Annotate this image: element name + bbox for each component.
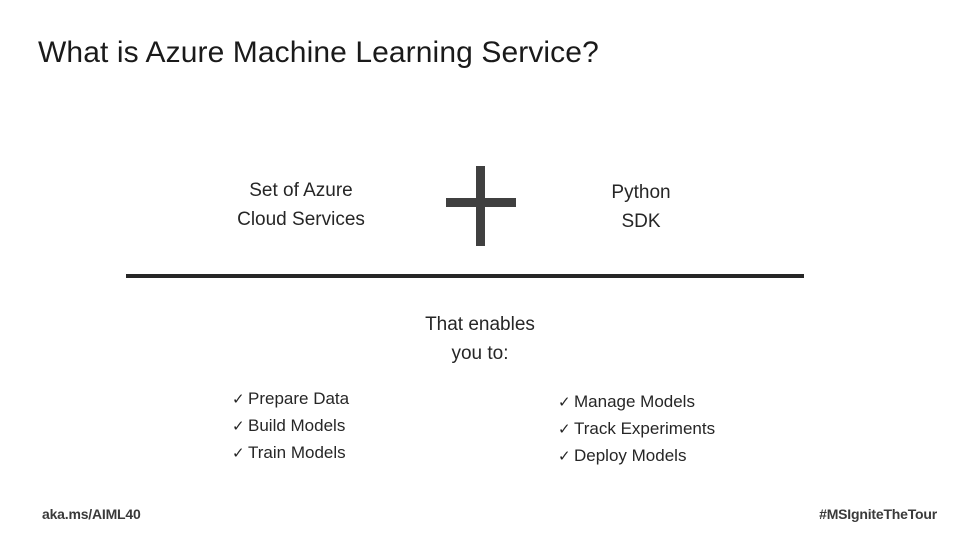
concept-python-sdk: Python SDK [545, 178, 737, 237]
check-icon: ✓ [558, 421, 571, 439]
list-item: ✓Prepare Data [232, 385, 349, 412]
list-item-label: Track Experiments [574, 419, 716, 439]
bullet-list-left: ✓Prepare Data ✓Build Models ✓Train Model… [232, 385, 349, 467]
list-item: ✓Train Models [232, 439, 349, 466]
enables-line1: That enables [425, 314, 535, 335]
list-item: ✓Build Models [232, 412, 349, 439]
list-item-label: Build Models [248, 416, 346, 436]
enables-heading: That enables you to: [360, 310, 600, 369]
list-item-label: Deploy Models [574, 446, 687, 466]
concept-left-line2: Cloud Services [237, 209, 365, 231]
horizontal-rule [126, 274, 804, 278]
plus-icon [446, 166, 516, 246]
concept-right-line2: SDK [621, 211, 661, 233]
concept-left-line1: Set of Azure [249, 180, 353, 201]
bullet-list-right: ✓Manage Models ✓Track Experiments ✓Deplo… [558, 388, 715, 470]
list-item-label: Train Models [248, 443, 346, 463]
check-icon: ✓ [558, 448, 571, 466]
list-item: ✓Deploy Models [558, 442, 715, 469]
concept-right-line1: Python [611, 182, 671, 203]
list-item: ✓Manage Models [558, 388, 715, 415]
concept-azure-cloud-services: Set of Azure Cloud Services [178, 176, 424, 235]
list-item-label: Manage Models [574, 392, 695, 411]
page-title: What is Azure Machine Learning Service? [38, 36, 599, 69]
check-icon: ✓ [558, 394, 571, 411]
check-icon: ✓ [232, 418, 245, 436]
plus-icon-vertical-bar [476, 166, 485, 246]
check-icon: ✓ [232, 445, 245, 463]
enables-line2: you to: [451, 343, 509, 365]
footer-hashtag: #MSIgniteTheTour [819, 506, 937, 522]
check-icon: ✓ [232, 391, 245, 408]
footer-link-aka-ms: aka.ms/AIML40 [42, 506, 141, 522]
list-item: ✓Track Experiments [558, 415, 715, 442]
list-item-label: Prepare Data [248, 389, 350, 408]
